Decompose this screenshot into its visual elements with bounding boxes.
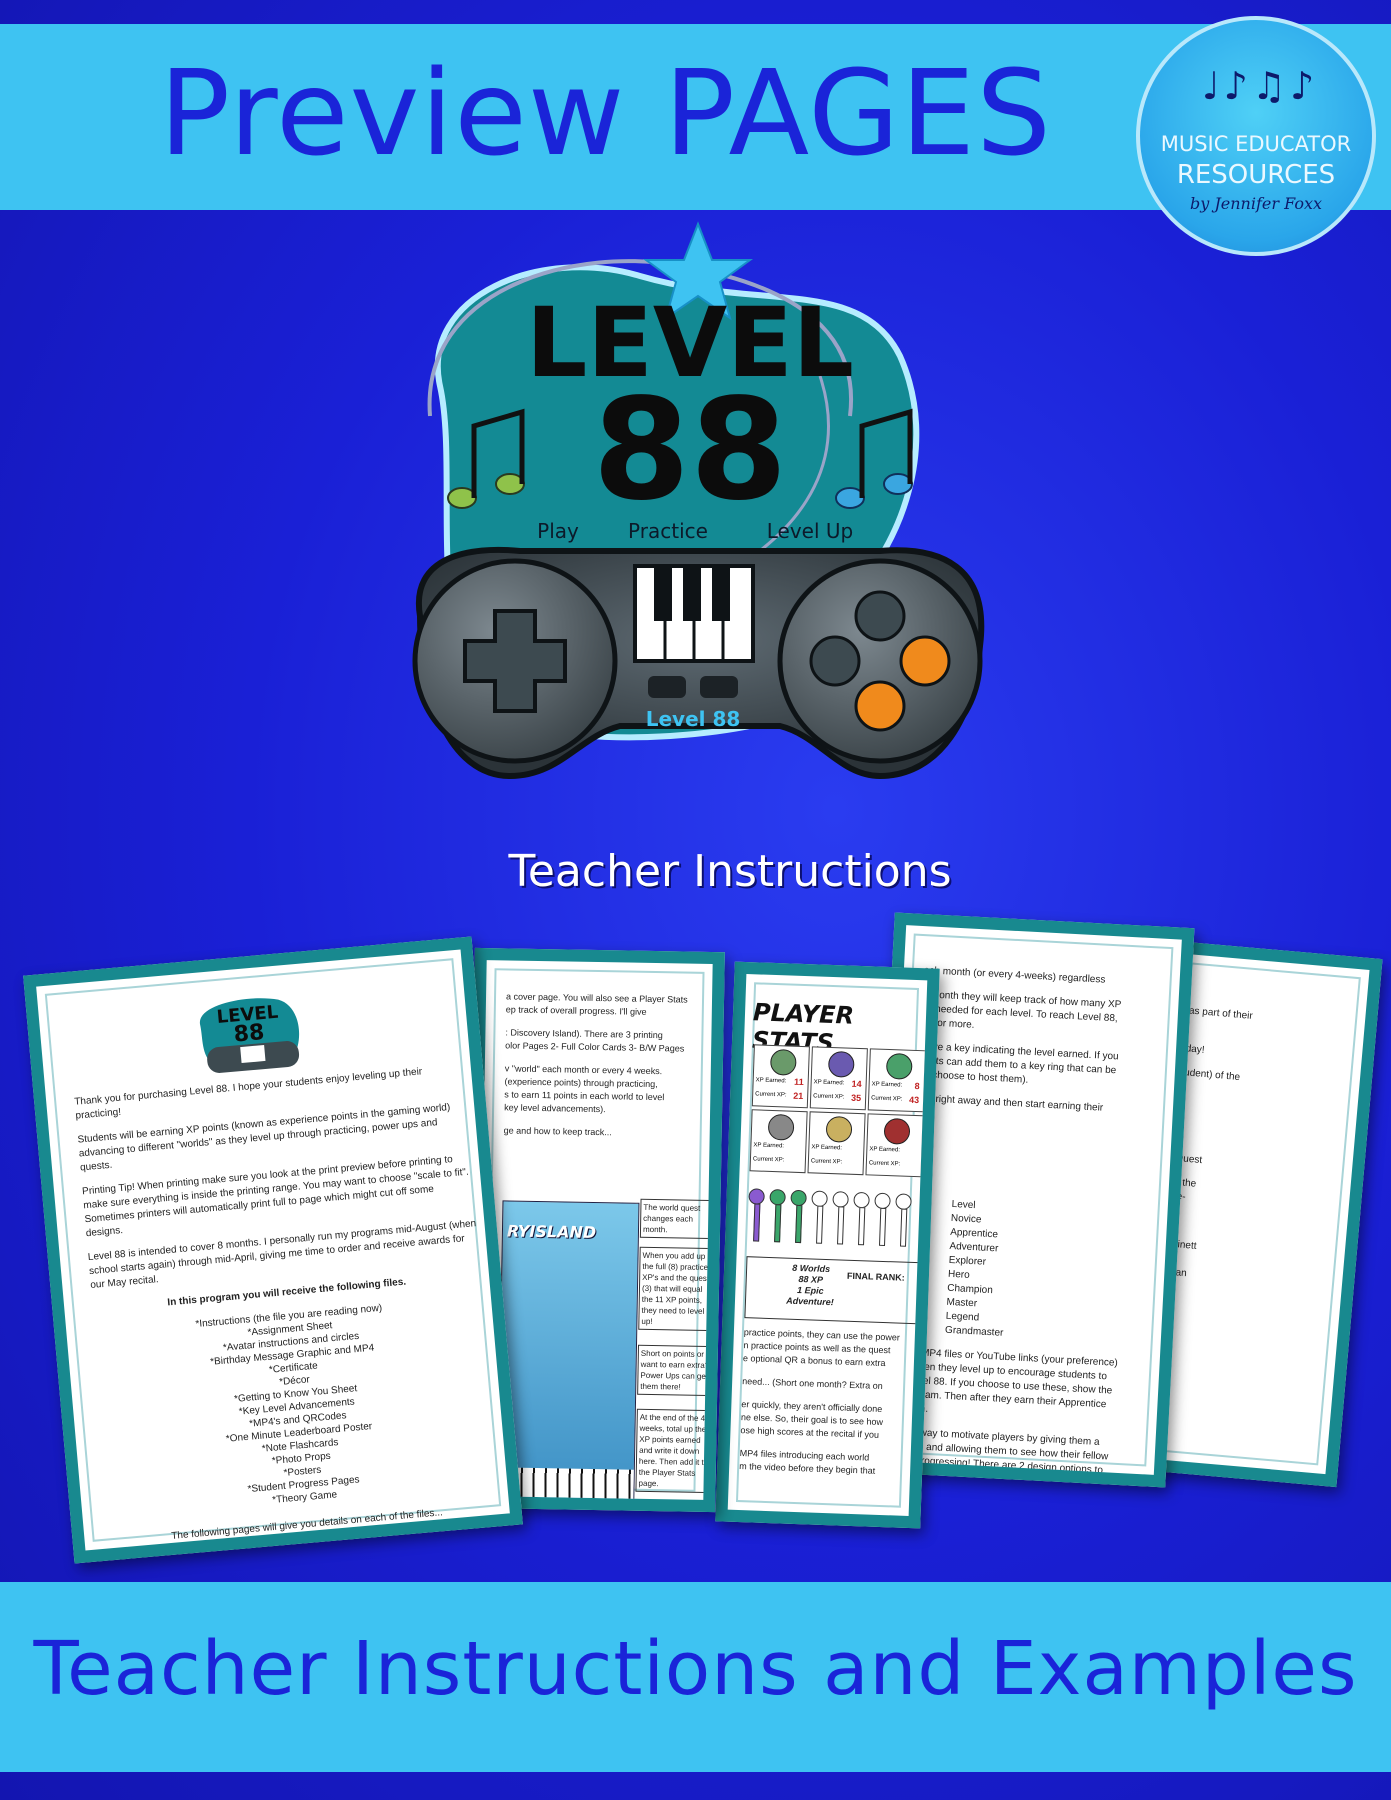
level-key-icon xyxy=(790,1189,807,1244)
logo-word: LEVEL xyxy=(526,287,854,399)
level-88-logo: LEVEL 88 Play Practice Level Up Level 88 xyxy=(412,221,985,780)
keys-row xyxy=(747,1180,924,1256)
current-xp-label: Current XP: xyxy=(871,1095,903,1103)
island-title: RYISLAND xyxy=(506,1221,597,1243)
current-xp-value: 43 xyxy=(908,1094,920,1106)
totals-box: 8 Worlds 88 XP 1 Epic Adventure! FINAL R… xyxy=(744,1256,924,1325)
music-note-left-icon xyxy=(447,408,525,509)
current-xp-value: 35 xyxy=(850,1092,862,1104)
note-box-4: At the end of the 4-weeks, total up the … xyxy=(635,1408,713,1494)
page2-text: a cover page. You will also see a Player… xyxy=(504,990,725,1141)
select-button xyxy=(648,676,686,698)
badge-author: by Jennifer Foxx xyxy=(1189,194,1322,213)
level-key-icon xyxy=(769,1188,786,1243)
svg-text:88: 88 xyxy=(233,1020,266,1048)
world-avatar-icon xyxy=(885,1052,913,1080)
xp-earned-value: 8 xyxy=(914,1080,920,1092)
logo-number: 88 xyxy=(593,369,788,532)
footer-title: Teacher Instructions and Examples xyxy=(33,1626,1358,1712)
dpad-icon xyxy=(463,609,567,713)
xp-earned-label: XP Earned: xyxy=(813,1079,845,1087)
xp-earned-label: XP Earned: xyxy=(753,1142,785,1150)
badge-line1: MUSIC EDUCATOR xyxy=(1160,132,1352,156)
tagline-practice: Practice xyxy=(628,519,708,543)
button-bottom xyxy=(854,680,906,732)
preview-page-1: LEVEL 88 Thank you for purchasing Level … xyxy=(23,936,523,1564)
player-stats-grid: XP Earned: Current XP: 11 21 XP Earned: Curre… xyxy=(749,1044,928,1180)
world-cell: XP Earned: Current XP: xyxy=(749,1109,808,1174)
current-xp-label: Current XP: xyxy=(752,1156,785,1164)
island-map: RYISLAND xyxy=(497,1200,640,1505)
tagline-play: Play xyxy=(537,519,579,543)
total-adventure: 1 Epic Adventure! xyxy=(786,1284,834,1308)
music-note-right-icon xyxy=(835,408,913,509)
level-key-icon xyxy=(895,1193,912,1247)
current-xp-label: Current XP: xyxy=(755,1091,787,1099)
start-button xyxy=(700,676,738,698)
button-right xyxy=(899,635,951,687)
page2-line: key level advancements). xyxy=(504,1102,606,1115)
note-box-1: The world quest changes each month. xyxy=(639,1198,717,1240)
logo-caption: Teacher Instructions xyxy=(508,846,952,897)
xp-earned-label: XP Earned: xyxy=(869,1146,901,1154)
note-box-2: When you add up the full (8) practice XP… xyxy=(638,1246,716,1332)
button-top xyxy=(854,590,906,642)
world-cell: XP Earned: Current XP: 14 35 xyxy=(809,1046,868,1111)
level-key-icon xyxy=(811,1190,828,1244)
piano-keys-icon xyxy=(633,564,755,663)
xp-earned-label: XP Earned: xyxy=(871,1081,903,1089)
world-avatar-icon xyxy=(767,1113,795,1141)
world-avatar-icon xyxy=(769,1048,797,1076)
world-avatar-icon xyxy=(883,1117,911,1145)
page2-line: ep track of overall progress. I'll give xyxy=(505,1004,647,1017)
button-left xyxy=(809,635,861,687)
page4-bottom-text: are MP4 files or YouTube links (your pre… xyxy=(898,1346,1164,1481)
page1-file-list: *Instructions (the file you are reading … xyxy=(94,1293,500,1521)
xp-earned-value: 14 xyxy=(851,1078,862,1090)
note-box-3: Short on points or want to earn extra? P… xyxy=(637,1344,714,1397)
current-xp-value: 21 xyxy=(792,1090,804,1102)
level-key-icon xyxy=(832,1191,849,1245)
star-icon xyxy=(642,221,754,321)
final-rank: FINAL RANK: xyxy=(846,1270,905,1283)
world-avatar-icon xyxy=(825,1115,853,1143)
current-xp-label: Current XP: xyxy=(868,1160,901,1168)
current-xp-label: Current XP: xyxy=(813,1093,845,1101)
world-cell: XP Earned: Current XP: 8 43 xyxy=(867,1048,926,1113)
page3-line: need... (Short one month? Extra on xyxy=(742,1376,883,1392)
tagline-levelup: Level Up xyxy=(767,519,853,543)
xp-earned-label: XP Earned: xyxy=(755,1077,787,1085)
world-cell: XP Earned: Current XP: 11 21 xyxy=(751,1044,810,1109)
xp-earned-label: XP Earned: xyxy=(811,1144,843,1152)
badge-line2: RESOURCES xyxy=(1176,160,1336,190)
current-xp-label: Current XP: xyxy=(810,1158,843,1166)
level-key-icon xyxy=(748,1188,765,1242)
page-title: Preview PAGES xyxy=(159,44,1052,182)
buttons-ring xyxy=(777,558,983,764)
level-key-icon xyxy=(853,1191,870,1246)
world-cell: XP Earned: Current XP: xyxy=(865,1113,924,1178)
page2-line: olor Pages 2- Full Color Cards 3- B/W Pa… xyxy=(505,1040,685,1054)
world-cell: XP Earned: Current XP: xyxy=(807,1111,866,1176)
brand-badge: ♩♪♫♪ MUSIC EDUCATOR RESOURCES by Jennife… xyxy=(1136,16,1376,256)
controller-label: Level 88 xyxy=(646,707,741,731)
music-notes-icon: ♩♪♫♪ xyxy=(1201,64,1319,108)
page1-text: Thank you for purchasing Level 88. I hop… xyxy=(74,1062,503,1559)
mini-logo: LEVEL 88 xyxy=(200,998,300,1073)
xp-earned-value: 11 xyxy=(793,1076,804,1088)
world-avatar-icon xyxy=(827,1050,855,1078)
footer-band xyxy=(0,1582,1391,1772)
level-key-icon xyxy=(874,1192,891,1247)
